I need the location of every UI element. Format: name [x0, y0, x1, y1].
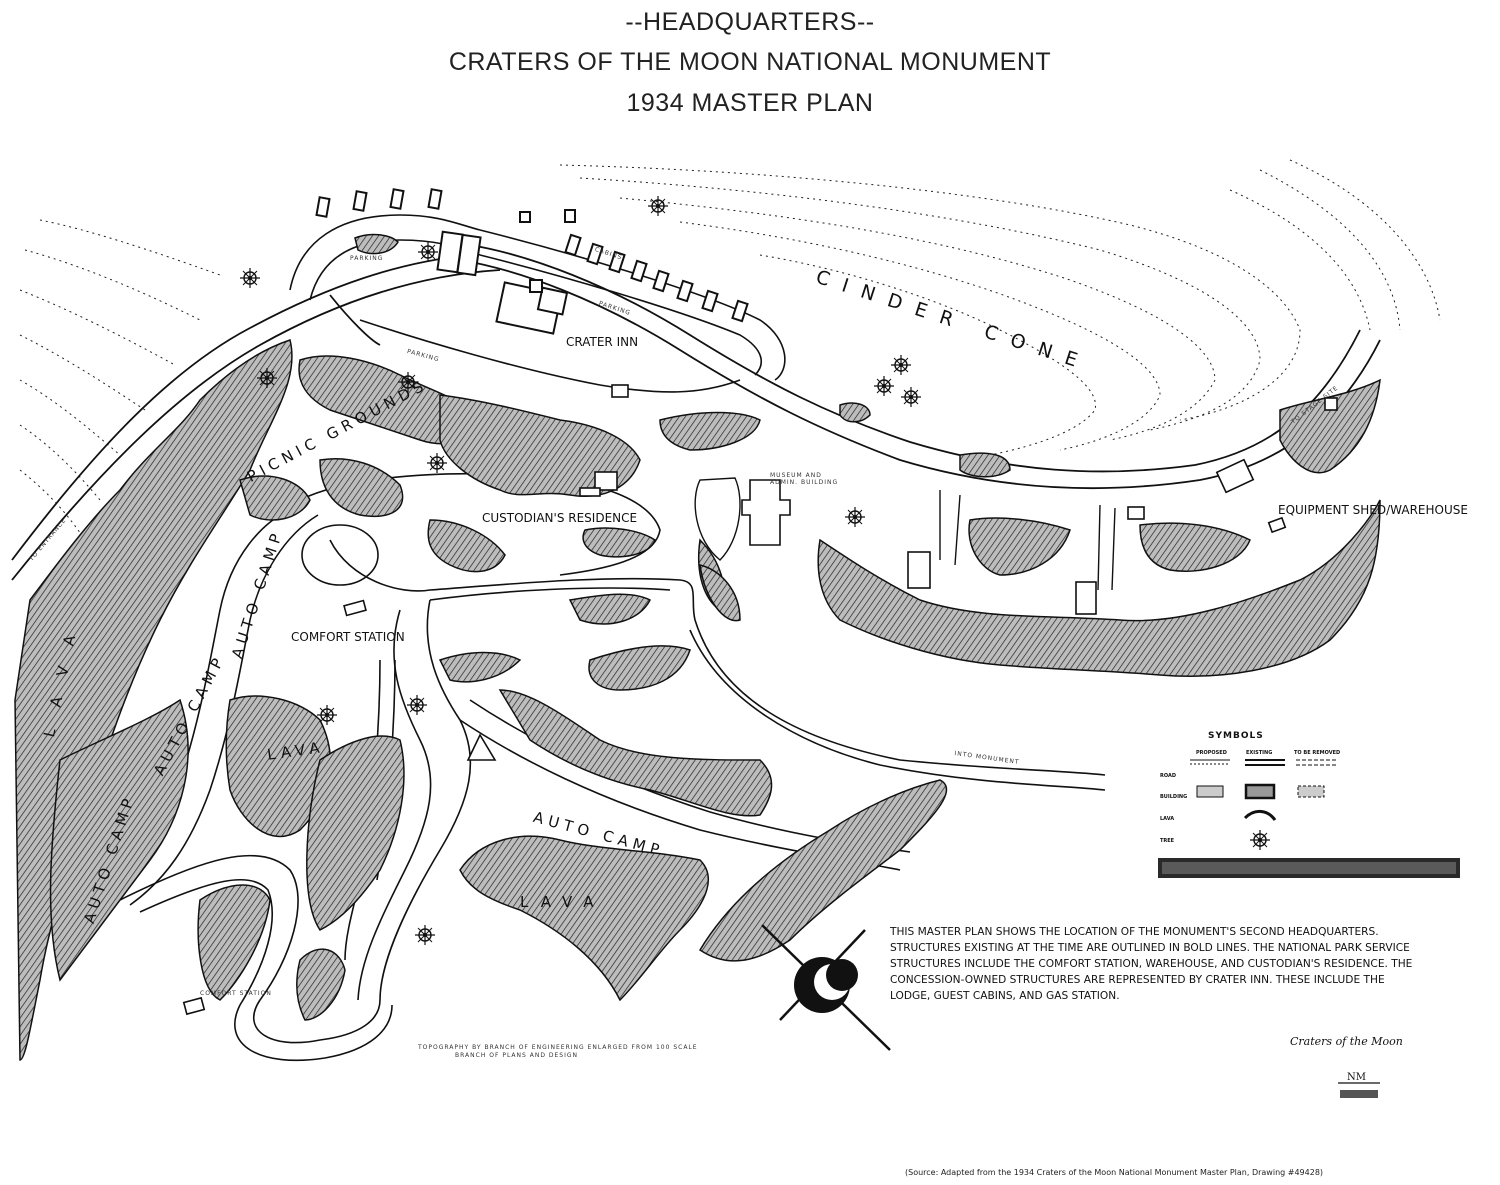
topography-note-2: BRANCH OF PLANS AND DESIGN: [455, 1052, 578, 1059]
legend-row-tree: TREE: [1160, 838, 1175, 844]
other-buildings: [182, 384, 1338, 1016]
description-line: STRUCTURES EXISTING AT THE TIME ARE OUTL…: [890, 942, 1410, 954]
legend-box: [1158, 759, 1460, 878]
lava-flows: [14, 233, 1381, 1061]
description-line: LODGE, GUEST CABINS, AND GAS STATION.: [890, 990, 1120, 1002]
description-line: CONCESSION-OWNED STRUCTURES ARE REPRESEN…: [890, 974, 1385, 986]
crater-inn-label: CRATER INN: [566, 335, 639, 349]
north-arrow-icon: [761, 924, 891, 1051]
source-citation: (Source: Adapted from the 1934 Craters o…: [905, 1168, 1324, 1177]
museum-label: MUSEUM AND ADMIN. BUILDING: [770, 472, 839, 486]
map-title-line3: 1934 MASTER PLAN: [626, 89, 874, 117]
contour-lines: [19, 159, 1441, 541]
crater-inn-buildings: [315, 188, 749, 335]
equipment-shed-label: EQUIPMENT SHED/WAREHOUSE: [1278, 503, 1468, 517]
parking-label-1: PARKING: [350, 255, 384, 262]
topography-note: TOPOGRAPHY BY BRANCH OF ENGINEERING ENLA…: [418, 1044, 698, 1051]
legend-col-existing: EXISTING: [1246, 750, 1273, 756]
legend-row-lava: LAVA: [1160, 816, 1175, 822]
map-title-line2: CRATERS OF THE MOON NATIONAL MONUMENT: [448, 48, 1052, 76]
comfort-station-label: COMFORT STATION: [291, 630, 405, 644]
comfort-station-small-label: COMFORT STATION: [200, 990, 272, 997]
legend-col-proposed: PROPOSED: [1196, 750, 1227, 756]
legend-title: SYMBOLS: [1208, 731, 1264, 741]
plan-description: THIS MASTER PLAN SHOWS THE LOCATION OF T…: [890, 924, 1480, 1004]
spur-roads: [694, 477, 1116, 591]
lava-south-label: LAVA: [520, 893, 606, 911]
map-title-line1: --HEADQUARTERS--: [625, 8, 875, 36]
description-line: THIS MASTER PLAN SHOWS THE LOCATION OF T…: [890, 926, 1379, 938]
legend-row-building: BUILDING: [1160, 794, 1188, 800]
custodians-residence-label: CUSTODIAN'S RESIDENCE: [482, 511, 638, 525]
stamp-mark: [1338, 1082, 1380, 1098]
description-line: STRUCTURES INCLUDE THE COMFORT STATION, …: [890, 958, 1413, 970]
stamp-text: NM: [1347, 1072, 1366, 1083]
legend-col-removed: TO BE REMOVED: [1294, 750, 1341, 756]
main-road: [11, 244, 1381, 581]
signature: Craters of the Moon: [1290, 1035, 1403, 1048]
legend-row-road: ROAD: [1160, 773, 1176, 779]
